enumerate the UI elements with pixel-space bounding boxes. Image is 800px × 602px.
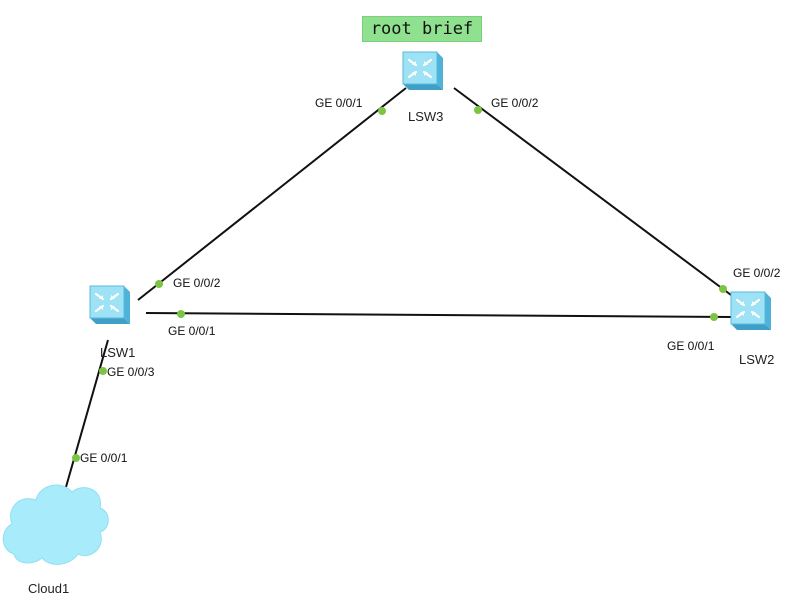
port-label-lsw2-ge001: GE 0/0/1 <box>667 339 715 353</box>
link-lsw1-lsw2[interactable] <box>145 312 732 318</box>
port-label-lsw1-ge001: GE 0/0/1 <box>168 324 216 338</box>
port-dot[interactable] <box>719 285 727 293</box>
port-dot[interactable] <box>177 310 185 318</box>
link-lsw3-lsw2[interactable] <box>453 87 732 296</box>
switch-icon <box>88 284 132 326</box>
port-labels: GE 0/0/1 GE 0/0/2 GE 0/0/2 GE 0/0/1 GE 0… <box>80 96 781 465</box>
port-label-cloud1-ge001: GE 0/0/1 <box>80 451 128 465</box>
switch-icon <box>729 290 773 332</box>
device-label-cloud1: Cloud1 <box>28 581 69 596</box>
cloud-icon <box>2 484 109 565</box>
port-label-lsw1-ge002: GE 0/0/2 <box>173 276 221 290</box>
port-dot[interactable] <box>72 454 80 462</box>
device-label-lsw1: LSW1 <box>100 345 135 360</box>
port-dot[interactable] <box>155 280 163 288</box>
note-label[interactable]: root brief <box>362 16 482 42</box>
device-cloud1[interactable] <box>2 484 109 565</box>
device-lsw1[interactable] <box>88 284 132 326</box>
device-lsw2[interactable] <box>729 290 773 332</box>
link-lsw3-lsw1[interactable] <box>137 87 407 301</box>
port-dot[interactable] <box>99 367 107 375</box>
port-dot[interactable] <box>378 107 386 115</box>
port-label-lsw3-ge001: GE 0/0/1 <box>315 96 363 110</box>
port-dot[interactable] <box>710 313 718 321</box>
link-lsw1-cloud1[interactable] <box>65 339 109 488</box>
port-dot[interactable] <box>474 106 482 114</box>
links <box>65 87 732 488</box>
port-label-lsw1-ge003: GE 0/0/3 <box>107 365 155 379</box>
device-label-lsw3: LSW3 <box>408 109 443 124</box>
port-label-lsw2-ge002: GE 0/0/2 <box>733 266 781 280</box>
port-dots <box>72 106 727 462</box>
port-label-lsw3-ge002: GE 0/0/2 <box>491 96 539 110</box>
device-label-lsw2: LSW2 <box>739 352 774 367</box>
device-lsw3[interactable] <box>401 50 445 92</box>
switch-icon <box>401 50 445 92</box>
